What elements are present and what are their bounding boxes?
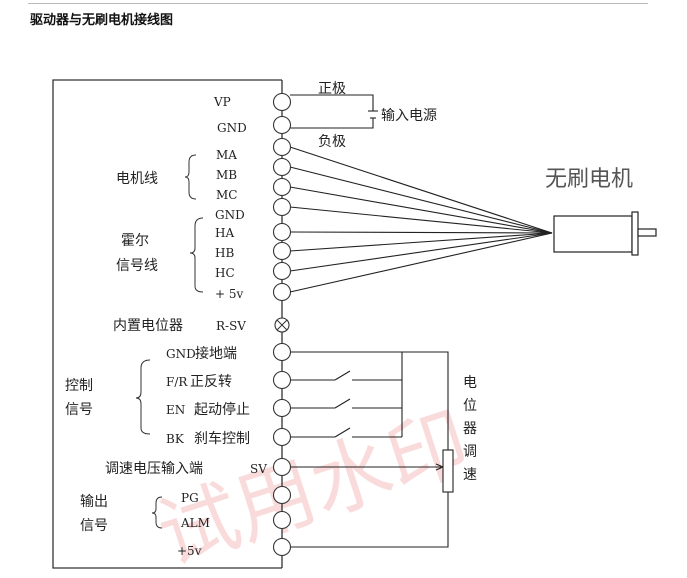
terminal-9 — [272, 282, 292, 302]
brace-output — [151, 496, 163, 529]
pot-cross-icon — [276, 319, 288, 331]
label-hall-5v: + 5v — [215, 287, 244, 301]
potentiometer — [442, 449, 454, 493]
terminal-12 — [272, 370, 292, 390]
switch-fr — [290, 370, 402, 381]
label-fr: F/R — [166, 375, 188, 389]
motor-body — [553, 215, 633, 253]
terminal-18 — [272, 537, 292, 557]
label-ha: HA — [215, 226, 234, 240]
group-control-2: 信号 — [65, 402, 93, 418]
brace-motor — [184, 154, 197, 200]
motor-wire — [289, 186, 553, 234]
motor-wire — [289, 231, 553, 234]
group-motor-wires: 电机线 — [116, 171, 158, 187]
label-rsv: R-SV — [216, 319, 246, 333]
label-mc: MC — [216, 188, 237, 202]
desc-en: 起动停止 — [194, 401, 250, 418]
label-sv: SV — [250, 462, 267, 476]
switch-bk — [290, 427, 402, 438]
terminal-3 — [272, 157, 292, 177]
motor-wire — [289, 206, 553, 234]
driver-box — [52, 79, 282, 569]
pot-label-3: 器 — [463, 421, 477, 437]
pot-label-1: 电 — [463, 375, 477, 391]
motor-shaft — [637, 228, 657, 237]
braces — [135, 154, 204, 529]
terminal-4 — [272, 177, 292, 197]
terminal-17 — [272, 510, 292, 530]
pot-label-4: 调 — [463, 444, 477, 460]
motor-wire — [289, 232, 553, 272]
terminal-15 — [272, 457, 292, 477]
positive-label: 正极 — [318, 81, 346, 97]
label-hb: HB — [215, 246, 234, 260]
terminal-2 — [272, 137, 292, 157]
group-output-1: 输出 — [80, 494, 108, 510]
desc-bk: 刹车控制 — [194, 430, 250, 447]
label-hc: HC — [215, 266, 235, 280]
top-divider — [28, 3, 648, 4]
pot-5v-wire — [290, 492, 449, 548]
label-hall-gnd: GND — [215, 208, 245, 222]
terminal-0 — [272, 92, 292, 112]
brace-hall — [189, 217, 204, 293]
motor — [553, 211, 657, 256]
group-pot-internal: 内置电位器 — [113, 318, 183, 334]
label-ma: MA — [216, 148, 237, 162]
pot-label-2: 位 — [463, 398, 477, 414]
terminal-13 — [272, 398, 292, 418]
label-pg: PG — [181, 491, 199, 505]
group-output-2: 信号 — [80, 518, 108, 534]
motor-label: 无刷电机 — [545, 167, 633, 192]
terminals — [272, 92, 292, 557]
label-alm: ALM — [180, 516, 210, 530]
group-speed-input: 调速电压输入端 — [105, 461, 203, 477]
label-gnd: GND — [217, 121, 247, 135]
pot-label-5: 速 — [463, 467, 477, 483]
label-en: EN — [166, 403, 185, 417]
switch-en — [290, 398, 402, 409]
terminal-5 — [272, 197, 292, 217]
power-source-label: 输入电源 — [381, 108, 437, 124]
group-hall-2: 信号线 — [116, 258, 158, 274]
wires — [289, 94, 553, 548]
terminal-1 — [272, 115, 292, 135]
motor-wire — [289, 232, 553, 252]
power-wires — [290, 94, 374, 129]
desc-fr: 正反转 — [190, 374, 232, 390]
gnd-bus — [290, 351, 449, 450]
terminal-6 — [272, 222, 292, 242]
label-out-5v: +5v — [177, 544, 202, 558]
terminal-11 — [272, 342, 292, 362]
motor-wire — [289, 146, 553, 234]
motor-flange — [631, 211, 639, 256]
terminal-8 — [272, 261, 292, 281]
motor-wire — [289, 166, 553, 234]
brace-control — [135, 359, 151, 435]
label-bk: BK — [166, 432, 185, 446]
terminal-14 — [272, 427, 292, 447]
negative-label: 负极 — [318, 134, 346, 150]
label-mb: MB — [216, 168, 237, 182]
group-hall-1: 霍尔 — [121, 233, 149, 249]
motor-wire — [289, 232, 553, 293]
terminal-7 — [272, 241, 292, 261]
terminal-16 — [272, 485, 292, 505]
page-title: 驱动器与无刷电机接线图 — [30, 13, 174, 28]
label-ctrl-gnd: GND — [166, 347, 196, 361]
group-control-1: 控制 — [65, 378, 93, 394]
label-vp: VP — [213, 95, 231, 109]
desc-gnd: 接地端 — [195, 345, 237, 362]
